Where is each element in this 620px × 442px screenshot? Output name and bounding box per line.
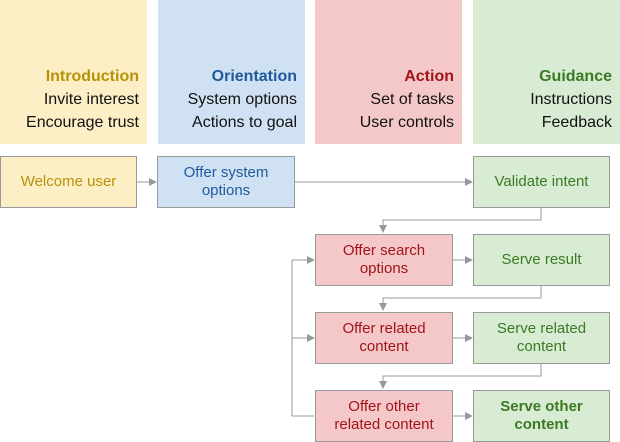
column-orientation: Orientation System options Actions to go… <box>158 0 305 144</box>
column-title: Guidance <box>539 68 612 85</box>
node-label: Offer other related content <box>334 398 434 433</box>
node-offer-search-options: Offer search options <box>315 234 453 286</box>
node-serve-other-content: Serve other content <box>473 390 610 442</box>
node-label: Welcome user <box>20 173 117 190</box>
column-line: Invite interest <box>43 91 139 108</box>
column-line: Actions to goal <box>192 114 297 131</box>
column-title: Orientation <box>211 68 297 85</box>
node-label: Validate intent <box>494 173 589 190</box>
node-label: Serve other content <box>500 398 583 433</box>
column-line: Encourage trust <box>26 114 139 131</box>
node-label: Offer search options <box>342 242 426 277</box>
arrow-validate-to-offer-search <box>379 208 542 233</box>
node-serve-result: Serve result <box>473 234 610 286</box>
column-line: Instructions <box>530 91 612 108</box>
column-line: Feedback <box>541 114 612 131</box>
column-guidance: Guidance Instructions Feedback <box>473 0 620 144</box>
column-line: System options <box>187 91 297 108</box>
node-label: Serve result <box>501 251 582 268</box>
node-label: Offer related content <box>342 320 426 355</box>
column-line: User controls <box>359 114 454 131</box>
column-introduction: Introduction Invite interest Encourage t… <box>0 0 147 144</box>
column-action: Action Set of tasks User controls <box>315 0 462 144</box>
node-offer-other-related-content: Offer other related content <box>315 390 453 442</box>
node-label: Offer system options <box>183 164 269 199</box>
column-line: Set of tasks <box>370 91 454 108</box>
node-offer-related-content: Offer related content <box>315 312 453 364</box>
node-welcome-user: Welcome user <box>0 156 137 208</box>
column-title: Action <box>404 68 454 85</box>
arrow-serve-related-to-offer-other <box>379 364 542 389</box>
node-offer-system-options: Offer system options <box>157 156 295 208</box>
node-serve-related-content: Serve related content <box>473 312 610 364</box>
node-validate-intent: Validate intent <box>473 156 610 208</box>
node-label: Serve related content <box>496 320 587 355</box>
column-title: Introduction <box>45 68 139 85</box>
arrow-serve-result-to-offer-related <box>379 286 542 311</box>
